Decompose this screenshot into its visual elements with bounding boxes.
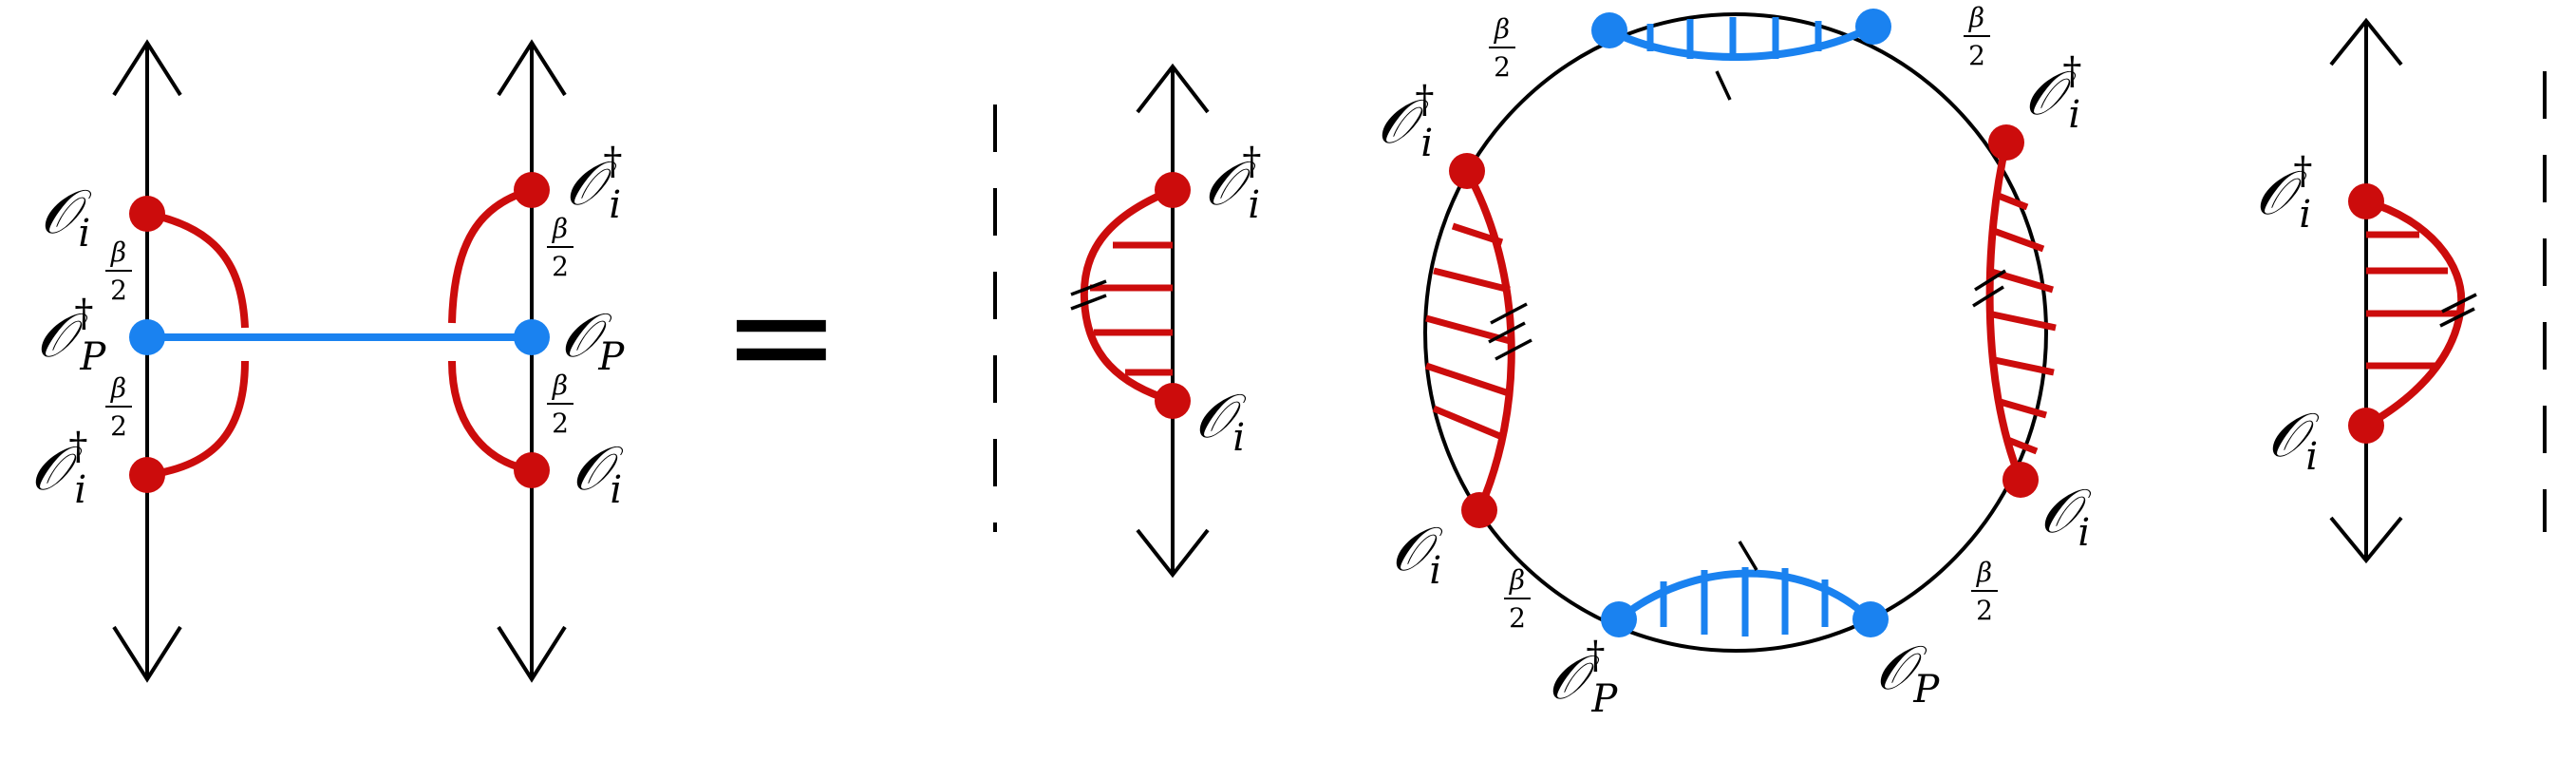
tick-mark	[1974, 269, 2006, 292]
operator-dot-red	[1155, 383, 1191, 419]
red-contraction-bubble	[1080, 186, 1175, 405]
blue-contraction-bubble-top	[1608, 23, 1875, 61]
operator-dot-blue	[1591, 12, 1627, 48]
operator-dot-blue	[129, 319, 165, 355]
label-O-i-dagger: 𝒪†i	[30, 425, 87, 512]
operator-dot-blue	[1852, 601, 1889, 637]
beta-half-label	[104, 371, 133, 443]
down-arrow-icon	[2329, 516, 2403, 564]
rung	[1987, 310, 2057, 332]
label-O-i: 𝒪i	[1391, 515, 1443, 593]
rung	[1424, 362, 1514, 398]
label-O-i-dagger: 𝒪†i	[2255, 149, 2312, 237]
rung	[1451, 222, 1504, 246]
operator-dot-red	[129, 457, 165, 493]
label-O-i-dagger: 𝒪†i	[1204, 140, 1261, 227]
operator-dot-red	[1449, 153, 1485, 189]
up-arrow-icon	[497, 39, 567, 97]
operator-dot-red	[1988, 124, 2024, 161]
rung	[1989, 226, 2045, 253]
operator-dot-red	[1155, 172, 1191, 208]
rung	[1996, 397, 2047, 419]
label-O-i: 𝒪i	[572, 434, 624, 512]
operator-dot-red	[514, 172, 550, 208]
down-arrow-icon	[1136, 528, 1210, 579]
tick-mark	[1488, 321, 1526, 344]
label-O-P: 𝒪P	[560, 301, 625, 379]
rung	[1994, 191, 2029, 211]
equals-sign: =	[722, 254, 841, 419]
red-contraction-arc-bottom-left	[146, 360, 249, 479]
panel-left-factor: 𝒪†i 𝒪i	[993, 63, 1261, 579]
tick-mark	[1495, 338, 1532, 361]
beta-half-label	[1970, 556, 1999, 627]
operator-dot-red	[129, 196, 165, 232]
red-contraction-bubble	[2364, 198, 2466, 429]
label-O-P-dagger: 𝒪†P	[1548, 634, 1618, 721]
tick-mark	[1738, 541, 1758, 571]
red-contraction-arc-bottom-right	[448, 360, 533, 474]
thermal-circle	[1423, 12, 2048, 653]
panel-right-factor: 𝒪†i 𝒪i	[2255, 17, 2547, 564]
rung	[1433, 267, 1511, 294]
label-O-i: 𝒪i	[40, 178, 92, 256]
up-arrow-icon	[2329, 17, 2403, 66]
operator-dot-red	[1461, 492, 1497, 528]
operator-dot-red	[514, 452, 550, 488]
beta-half-label	[104, 236, 133, 307]
tick-mark	[2441, 293, 2477, 314]
red-contraction-arc-top-left	[146, 210, 249, 329]
operator-dot-blue	[514, 319, 550, 355]
tick-mark	[2439, 307, 2475, 328]
beta-half-label	[546, 212, 574, 283]
operator-dot-red	[2348, 408, 2384, 444]
label-O-P: 𝒪P	[1875, 634, 1940, 712]
label-O-i: 𝒪i	[1194, 382, 1247, 460]
label-O-P-dagger: 𝒪†P	[36, 292, 106, 379]
tick-mark	[1490, 302, 1528, 325]
beta-half-label	[1963, 1, 1991, 72]
down-arrow-icon	[497, 625, 567, 683]
label-O-i: 𝒪i	[2267, 401, 2320, 479]
tick-mark	[1070, 279, 1107, 296]
label-O-i-dagger: 𝒪†i	[565, 140, 622, 227]
rung	[1432, 405, 1504, 441]
operator-dot-blue	[1601, 601, 1637, 637]
label-O-i-dagger: 𝒪†i	[2024, 49, 2081, 137]
beta-half-label	[1503, 563, 1532, 635]
panel-thermal-circle: 𝒪†i 𝒪i 𝒪†i 𝒪i 𝒪†P 𝒪P	[1377, 1, 2092, 721]
beta-half-label	[1488, 12, 1516, 84]
tick-mark	[1972, 285, 2004, 308]
up-arrow-icon	[112, 39, 182, 97]
label-O-i: 𝒪i	[2040, 477, 2092, 555]
panel-left-thermofield: 𝒪i 𝒪†P 𝒪†i 𝒪†i 𝒪P 𝒪i	[30, 39, 625, 683]
red-contraction-arc-top-right	[448, 186, 534, 324]
operator-dot-blue	[1855, 9, 1891, 45]
up-arrow-icon	[1136, 63, 1210, 114]
beta-half-label	[546, 369, 574, 440]
rung	[1425, 314, 1514, 346]
tick-mark	[1715, 70, 1732, 101]
operator-dot-red	[2003, 462, 2039, 498]
down-arrow-icon	[112, 625, 182, 683]
rung	[2003, 435, 2039, 455]
label-O-i-dagger: 𝒪†i	[1377, 78, 1434, 165]
rung	[1989, 355, 2055, 376]
tick-mark	[1070, 294, 1107, 311]
operator-dot-red	[2348, 183, 2384, 219]
